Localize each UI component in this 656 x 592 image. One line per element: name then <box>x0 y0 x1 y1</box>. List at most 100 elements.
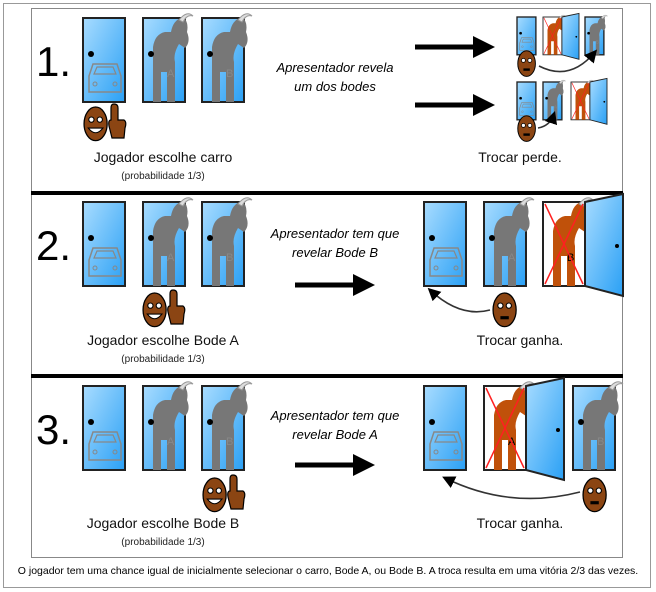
door: A <box>142 381 194 471</box>
goat-body <box>212 201 248 286</box>
door-knob <box>556 428 560 432</box>
goat-body <box>494 201 530 286</box>
goat-label: A <box>508 252 516 264</box>
host-text-line: Apresentador tem que <box>270 408 400 423</box>
face-eye <box>96 116 103 123</box>
door: A <box>142 197 194 287</box>
door-knob <box>148 51 154 57</box>
goat-horn <box>178 13 194 23</box>
face-eye <box>521 123 526 128</box>
car-outline <box>519 37 535 51</box>
door-contents: B <box>589 14 608 55</box>
face-eye <box>587 487 594 494</box>
goat-body <box>212 385 248 470</box>
goat-body <box>589 16 606 55</box>
smiling-face-icon <box>202 477 227 513</box>
neutral-face-icon <box>517 50 536 77</box>
goat-horn <box>237 13 253 23</box>
car-light <box>453 265 459 271</box>
door-contents <box>88 431 122 461</box>
door-knob <box>207 235 213 241</box>
door: A <box>542 79 566 121</box>
door-knob <box>207 51 213 57</box>
face-eye <box>521 58 526 63</box>
face-eye <box>155 302 162 309</box>
neutral-face-icon <box>517 115 536 142</box>
probability-label: (probabilidade 1/3) <box>121 171 205 182</box>
door <box>516 81 537 121</box>
cross-icon <box>485 387 525 469</box>
host-text-line: revelar Bode A <box>292 427 378 442</box>
goat-horn <box>178 381 194 391</box>
switch-arrow-icon <box>442 476 581 500</box>
door-knob <box>575 35 578 38</box>
open-door-icon <box>525 376 565 482</box>
neutral-face-icon <box>492 292 517 328</box>
goat-body <box>553 201 589 286</box>
pointing-hand-icon <box>227 474 246 510</box>
door: B <box>584 14 608 56</box>
car-light <box>92 449 98 455</box>
door-knob <box>519 96 522 100</box>
goat-body <box>575 81 592 120</box>
car-light <box>521 110 524 113</box>
goat-horn <box>558 79 566 85</box>
host-text-line: Apresentador tem que <box>270 226 400 241</box>
door-contents <box>88 247 122 277</box>
door-knob <box>429 419 435 425</box>
car-light <box>112 81 118 87</box>
goat-label: A <box>167 68 175 80</box>
face-mouth <box>206 498 224 505</box>
player-choice-label: Jogador escolhe Bode A <box>87 332 239 348</box>
door-contents: B <box>212 13 253 102</box>
door-goat-b: B <box>201 13 253 103</box>
face-mouth <box>87 127 105 134</box>
face-head <box>202 477 227 513</box>
face-eye <box>147 302 154 309</box>
door-knob <box>603 100 606 103</box>
car-outline <box>429 431 463 461</box>
goat-body <box>212 17 248 102</box>
door: A <box>483 197 535 287</box>
open-door-icon <box>561 12 580 60</box>
door-contents: B <box>212 381 253 470</box>
step-number: 3. <box>36 406 72 453</box>
face-mouth <box>500 316 509 320</box>
car-light <box>92 81 98 87</box>
row-divider <box>31 374 623 378</box>
door <box>423 385 467 471</box>
door-knob <box>429 235 435 241</box>
face-eye <box>497 302 504 309</box>
car-light <box>433 449 439 455</box>
face-head <box>517 50 536 77</box>
door-contents: A <box>153 197 194 286</box>
goat-horn <box>608 381 624 391</box>
car-outline <box>88 63 122 93</box>
door-goat-a: A <box>142 13 194 103</box>
car-windshield <box>93 250 117 259</box>
probability-label: (probabilidade 1/3) <box>121 354 205 365</box>
arrowhead <box>353 274 375 296</box>
revealed-goat-door <box>570 77 608 125</box>
face-eye <box>527 123 533 128</box>
face-mouth <box>523 68 530 71</box>
door-panel <box>82 17 126 103</box>
door-knob <box>148 419 154 425</box>
switch-arrow-icon <box>427 287 491 313</box>
car-windshield <box>521 38 533 43</box>
goat-label: B <box>597 436 604 448</box>
hand-shape <box>167 289 186 325</box>
result-label: Trocar perde. <box>478 149 562 165</box>
door-knob <box>88 235 94 241</box>
hand-shape <box>227 474 246 510</box>
door-panel <box>82 201 126 287</box>
goat-horn <box>600 14 608 20</box>
door: B <box>201 381 253 471</box>
car-windshield <box>521 103 533 108</box>
revealed-goat-door: B <box>542 192 624 298</box>
door-knob <box>148 235 154 241</box>
door-contents: B <box>583 381 624 470</box>
door: B <box>572 381 624 471</box>
